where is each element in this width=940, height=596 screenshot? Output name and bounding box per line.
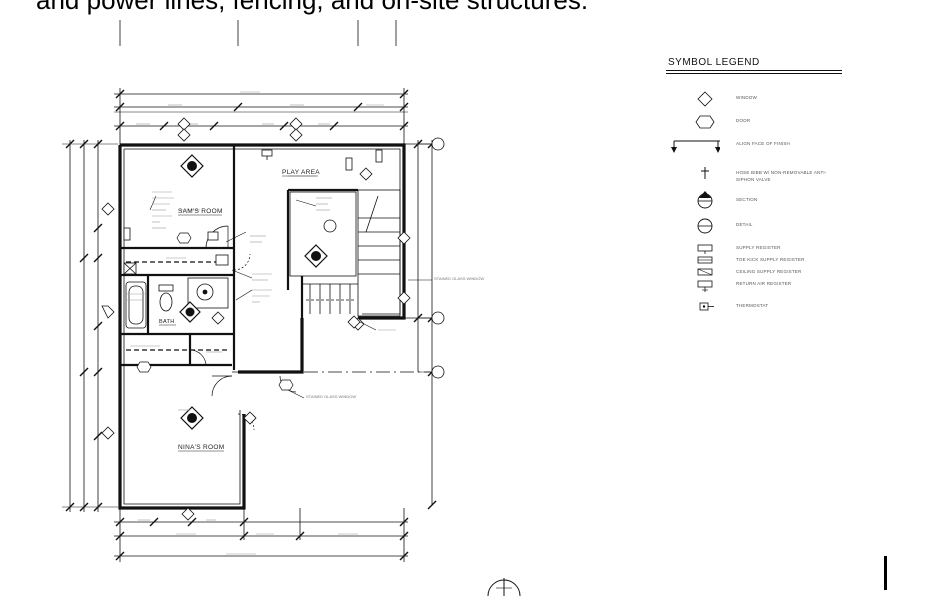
align-icon <box>671 140 720 153</box>
legend-row-section: SECTION <box>660 191 850 211</box>
legend-row-window: WINDOW <box>660 89 850 109</box>
legend-row-return-register: RETURN AIR REGISTER <box>660 279 850 293</box>
room-label-bath: BATH <box>159 319 174 325</box>
symbol-legend: SYMBOL LEGEND WINDOW DOOR ALIGN FACE OF … <box>660 55 850 325</box>
legend-label-window: WINDOW <box>736 95 757 100</box>
legend-label-align: ALIGN FACE OF FINISH <box>736 141 791 146</box>
legend-row-align: ALIGN FACE OF FINISH <box>660 135 850 155</box>
legend-row-detail: DETAIL <box>660 216 850 236</box>
legend-label-ceiling-register: CEILING SUPPLY REGISTER <box>736 269 802 274</box>
legend-label-door: DOOR <box>736 118 751 123</box>
legend-label-detail: DETAIL <box>736 222 753 227</box>
register-icon <box>697 256 713 264</box>
note-stained-glass-lower: STAINED GLASS WINDOW <box>306 394 356 399</box>
legend-row-door: DOOR <box>660 112 850 132</box>
door-tag-icon <box>136 232 294 391</box>
register-icon <box>697 280 713 292</box>
legend-label-return-register: RETURN AIR REGISTER <box>736 281 792 286</box>
legend-title: SYMBOL LEGEND <box>668 57 760 68</box>
caption-text: and power lines, fencing, and on-site st… <box>36 0 589 15</box>
legend-label-supply-register: SUPPLY REGISTER <box>736 245 781 250</box>
register-icon <box>697 244 713 254</box>
note-stained-glass-upper: STAINED GLASS WINDOW <box>434 276 484 281</box>
register-icon <box>697 268 713 276</box>
section-icon <box>697 191 713 209</box>
legend-label-section: SECTION <box>736 197 758 202</box>
door-icon <box>695 115 715 129</box>
legend-label-toe-kick-register: TOE KICK SUPPLY REGISTER <box>736 257 805 262</box>
legend-row-thermostat: THERMOSTAT <box>660 301 850 313</box>
text-cursor <box>884 556 887 590</box>
room-label-sams-room: SAM'S ROOM <box>178 208 223 215</box>
legend-rule-thin <box>666 73 842 74</box>
detail-icon <box>697 218 713 234</box>
hose-bibb-icon <box>701 167 709 179</box>
window-icon <box>697 91 713 107</box>
room-label-play-area: PLAY AREA <box>282 169 320 176</box>
north-arrow-icon <box>487 578 521 596</box>
legend-row-toe-kick-register: TOE KICK SUPPLY REGISTER <box>660 255 850 267</box>
ceiling-light-icon <box>179 154 328 430</box>
legend-row-ceiling-register: CEILING SUPPLY REGISTER <box>660 267 850 279</box>
legend-label-hose-bibb: HOSE BIBB W/ NON-REMOVABLE ANTI-SIPHON V… <box>736 170 827 182</box>
thermostat-icon <box>699 302 714 311</box>
legend-row-supply-register: SUPPLY REGISTER <box>660 243 850 255</box>
legend-row-hose-bibb: HOSE BIBB W/ NON-REMOVABLE ANTI-SIPHON V… <box>660 163 850 189</box>
legend-rule <box>666 70 842 71</box>
legend-label-thermostat: THERMOSTAT <box>736 303 769 308</box>
room-label-ninas-room: NINA'S ROOM <box>178 444 224 451</box>
window-tag-icon <box>101 117 411 521</box>
